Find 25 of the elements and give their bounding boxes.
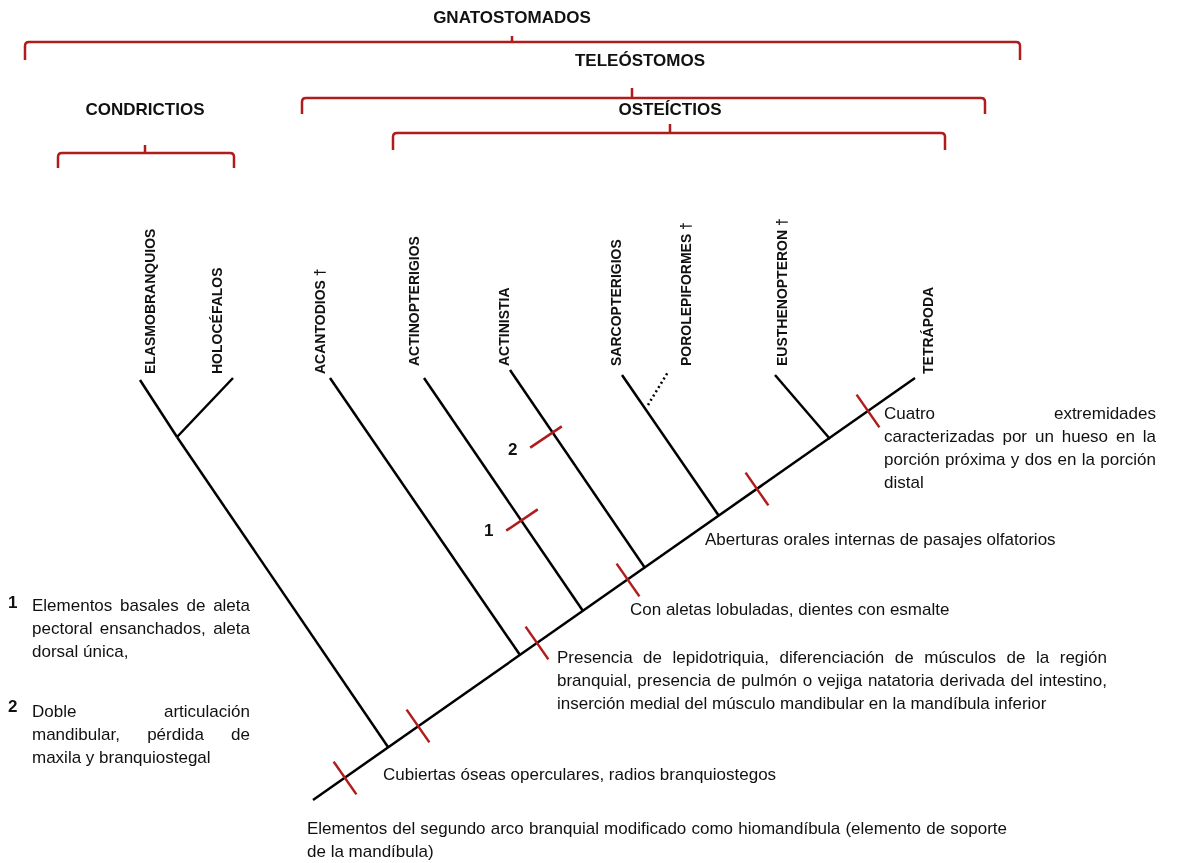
character-description: Con aletas lobuladas, dientes con esmalte (630, 599, 950, 621)
clade-name: OSTEÍCTIOS (618, 100, 722, 120)
taxon-name: ACTINISTIA (496, 287, 512, 366)
taxon-name: ACTINOPTERIGIOS (406, 236, 422, 366)
taxon-name: ELASMOBRANQUIOS (142, 228, 158, 374)
clade-name: TELEÓSTOMOS (575, 51, 705, 71)
taxon-name: POROLEPIFORMES † (678, 222, 694, 366)
character-number: 1 (484, 521, 494, 541)
character-description: Presencia de lepidotriquia, diferenciación de músculos de la región branquial, presencia de pulmón o vejiga natatoria derivada del intestino, inserción medial del músculo mandibular en la mandíbula inferior (557, 647, 1107, 715)
taxon-name: ACANTODIOS † (312, 268, 328, 374)
note-number: 2 (8, 697, 18, 717)
character-description: Elementos del segundo arco branquial modificado como hiomandíbula (elemento de soporte de la mandíbula) (307, 818, 1007, 863)
character-number: 2 (508, 440, 518, 460)
note-text: Doble articulación mandibular, pérdida de maxila y branquiostegal (32, 701, 250, 769)
note-text: Elementos basales de aleta pectoral ensanchados, aleta dorsal única, (32, 595, 250, 663)
taxon-name: HOLOCÉFALOS (209, 267, 225, 374)
taxon-name: SARCOPTERIGIOS (608, 239, 624, 366)
character-description: Aberturas orales internas de pasajes olfatorios (705, 529, 1056, 551)
clade-name: CONDRICTIOS (85, 100, 205, 120)
taxon-name: EUSTHENOPTERON † (774, 218, 790, 366)
note-number: 1 (8, 593, 18, 613)
clade-name: GNATOSTOMADOS (433, 8, 591, 28)
character-description: Cubiertas óseas operculares, radios branquiostegos (383, 764, 777, 786)
character-description: Cuatro extremidades caracterizadas por un hueso en la porción próxima y dos en la porción distal (884, 403, 1156, 494)
taxon-name: TETRÁPODA (920, 286, 936, 374)
